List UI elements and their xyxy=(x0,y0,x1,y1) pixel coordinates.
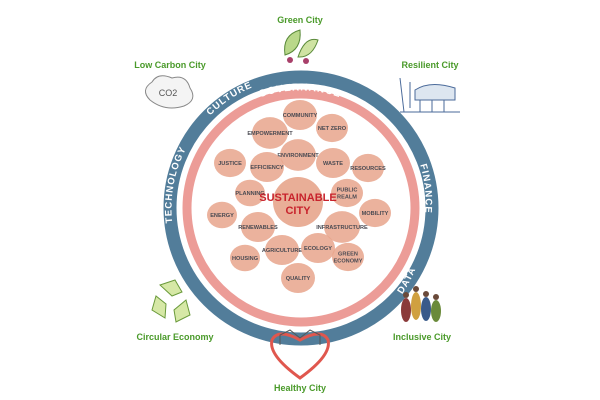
bubble xyxy=(214,148,246,178)
bubble-label: ENERGY xyxy=(210,213,234,219)
bubble xyxy=(316,113,348,143)
leaves-icon xyxy=(284,29,319,64)
center-bubble xyxy=(273,177,323,227)
people-icon xyxy=(401,286,441,322)
bubble-label: WASTE xyxy=(323,161,343,167)
inner-ring xyxy=(182,89,420,327)
bubble xyxy=(331,178,363,208)
bubble xyxy=(283,100,317,130)
bubble-label: ENVIRONMENT xyxy=(277,153,319,159)
heart-icon xyxy=(270,329,330,380)
recycle-icon xyxy=(151,279,191,323)
label-low-carbon-city: Low Carbon City xyxy=(134,60,206,70)
bubble-label: PUBLIC xyxy=(337,188,358,194)
label-circular-economy: Circular Economy xyxy=(136,332,213,342)
bubble-label: COMMUNITY xyxy=(283,113,318,119)
co2-text: CO2 xyxy=(159,88,178,98)
bubble xyxy=(252,117,288,149)
bubble-label: AGRICULTURE xyxy=(262,248,303,254)
bubble xyxy=(359,198,391,228)
bubble-label: RESOURCES xyxy=(350,166,386,172)
bubble xyxy=(352,153,384,183)
bubble xyxy=(265,235,299,265)
label-green-city: Green City xyxy=(277,15,323,25)
bubble xyxy=(316,148,350,178)
bubble xyxy=(235,179,265,207)
center-title-line1: SUSTAINABLE xyxy=(259,192,336,204)
bubble xyxy=(324,211,360,243)
bubble-label: RENEWABLES xyxy=(238,225,278,231)
bubble-label: INFRASTRUCTURE xyxy=(316,225,368,231)
bubble-label: ECOLOGY xyxy=(304,246,332,252)
co2-cloud-icon: CO2 xyxy=(145,75,194,109)
bubble xyxy=(332,242,364,272)
bubble-label: PLANNING xyxy=(235,191,264,197)
bubble xyxy=(281,263,315,293)
bubble xyxy=(207,201,237,229)
bubble xyxy=(230,244,260,272)
bubble-label: EFFICIENCY xyxy=(250,165,284,171)
bubble-label: NET ZERO xyxy=(318,126,347,132)
bubble-label: JUSTICE xyxy=(218,161,242,167)
bubble xyxy=(241,212,275,242)
bubble-label: MOBILITY xyxy=(362,211,389,217)
label-inclusive-city: Inclusive City xyxy=(393,332,451,342)
bubble-label: GREEN xyxy=(338,252,358,258)
bubble xyxy=(301,233,335,263)
bubble-label: ECONOMY xyxy=(334,259,363,265)
bubble xyxy=(250,152,284,182)
label-healthy-city: Healthy City xyxy=(274,383,326,393)
bubble-label: REALM xyxy=(337,195,357,201)
bubble xyxy=(280,139,316,171)
label-resilient-city: Resilient City xyxy=(401,60,458,70)
bubble-label: HOUSING xyxy=(232,256,258,262)
bubble-label: EMPOWERMENT xyxy=(247,131,293,137)
flood-barrier-icon xyxy=(399,77,460,113)
bubble-group: COMMUNITY NET ZERO EMPOWERMENT ENVIRONMENT J… xyxy=(207,100,391,293)
center-title-line2: CITY xyxy=(285,205,311,217)
bubble-label: QUALITY xyxy=(286,276,311,282)
